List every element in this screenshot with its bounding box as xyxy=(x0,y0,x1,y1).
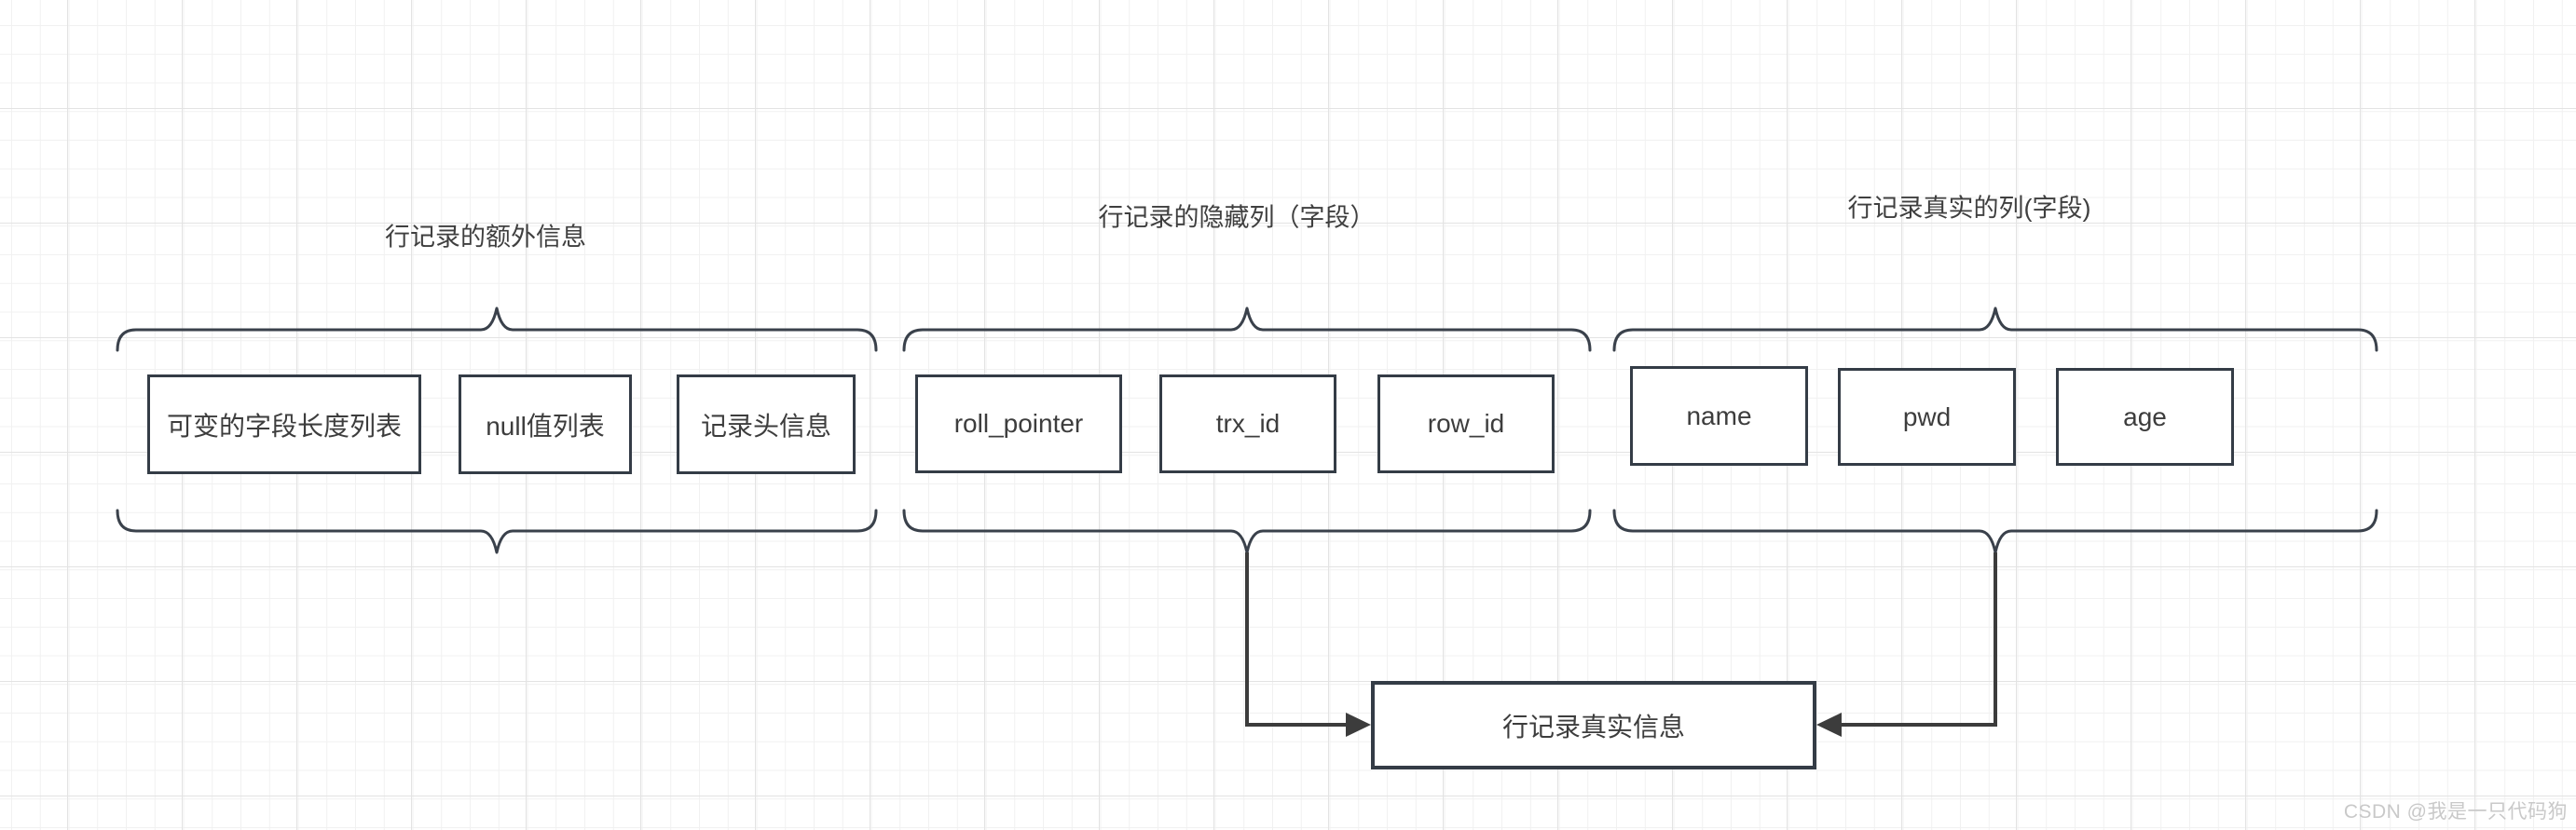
connector-hidden-columns-to-result xyxy=(1245,552,1346,727)
brace-bottom-hidden-columns xyxy=(902,509,1592,554)
brace-top-extra-info xyxy=(116,306,878,352)
group-title-extra-info: 行记录的额外信息 xyxy=(385,223,586,252)
box-name: name xyxy=(1630,366,1808,466)
watermark-text: CSDN @我是一只代码狗 xyxy=(2343,801,2568,823)
arrowhead-left-icon xyxy=(1816,713,1842,737)
connector-real-columns-to-result xyxy=(1842,552,1997,727)
box-variable-field-length-list: 可变的字段长度列表 xyxy=(147,374,421,474)
box-row-id: row_id xyxy=(1377,374,1555,473)
brace-top-hidden-columns xyxy=(902,306,1592,352)
group-title-hidden-columns: 行记录的隐藏列（字段） xyxy=(1098,203,1376,232)
brace-bottom-real-columns xyxy=(1612,509,2378,554)
group-title-real-columns: 行记录真实的列(字段) xyxy=(1847,194,2091,223)
box-pwd: pwd xyxy=(1838,368,2016,466)
brace-top-real-columns xyxy=(1612,306,2378,352)
box-real-row-info: 行记录真实信息 xyxy=(1371,681,1816,769)
box-null-value-list: null值列表 xyxy=(459,374,632,474)
arrowhead-right-icon xyxy=(1346,713,1371,737)
box-record-header-info: 记录头信息 xyxy=(677,374,856,474)
box-age: age xyxy=(2056,368,2234,466)
box-roll-pointer: roll_pointer xyxy=(915,374,1122,473)
box-trx-id: trx_id xyxy=(1159,374,1336,473)
brace-bottom-extra-info xyxy=(116,509,878,554)
